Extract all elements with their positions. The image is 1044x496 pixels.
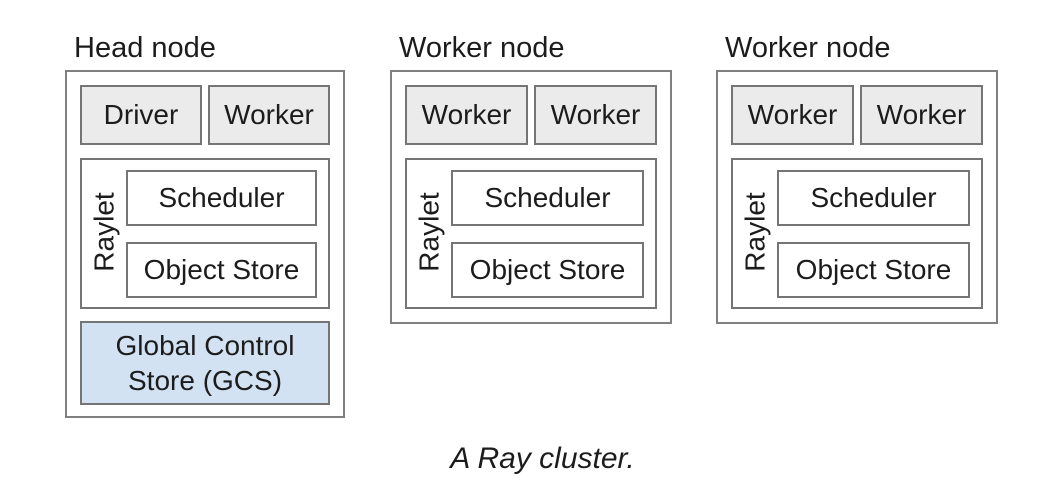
raylet-components: Scheduler Object Store — [126, 170, 317, 298]
worker-process-row: Worker Worker — [731, 85, 983, 145]
raylet-label: Raylet — [735, 170, 777, 294]
raylet-label-text: Raylet — [414, 192, 445, 272]
head-node-group: Head node Driver Worker Raylet Scheduler… — [65, 31, 345, 418]
worker-node-group-1: Worker node Worker Worker Raylet Schedul… — [390, 31, 672, 324]
worker-box: Worker — [208, 85, 330, 145]
object-store-box: Object Store — [777, 242, 970, 298]
worker-node-title: Worker node — [725, 32, 891, 64]
raylet-components: Scheduler Object Store — [777, 170, 970, 298]
figure-caption: A Ray cluster. — [450, 442, 635, 475]
global-control-store-box: Global Control Store (GCS) — [80, 321, 330, 405]
raylet-label: Raylet — [409, 170, 451, 294]
worker-node-box: Worker Worker Raylet Scheduler Object St… — [390, 70, 672, 324]
worker-box: Worker — [534, 85, 657, 145]
object-store-box: Object Store — [126, 242, 317, 298]
worker-node-box: Worker Worker Raylet Scheduler Object St… — [716, 70, 998, 324]
scheduler-box: Scheduler — [777, 170, 970, 226]
scheduler-box: Scheduler — [126, 170, 317, 226]
scheduler-box: Scheduler — [451, 170, 644, 226]
driver-box: Driver — [80, 85, 202, 145]
worker-box: Worker — [731, 85, 854, 145]
head-node-title: Head node — [74, 32, 216, 64]
raylet-box: Raylet Scheduler Object Store — [731, 158, 983, 309]
head-node-box: Driver Worker Raylet Scheduler Object St… — [65, 70, 345, 418]
raylet-box: Raylet Scheduler Object Store — [405, 158, 657, 309]
head-process-row: Driver Worker — [80, 85, 330, 145]
raylet-label-text: Raylet — [89, 192, 120, 272]
worker-box: Worker — [860, 85, 983, 145]
object-store-box: Object Store — [451, 242, 644, 298]
worker-node-title: Worker node — [399, 32, 565, 64]
raylet-label: Raylet — [84, 170, 126, 294]
worker-process-row: Worker Worker — [405, 85, 657, 145]
raylet-box: Raylet Scheduler Object Store — [80, 158, 330, 309]
worker-box: Worker — [405, 85, 528, 145]
worker-node-group-2: Worker node Worker Worker Raylet Schedul… — [716, 31, 998, 324]
raylet-label-text: Raylet — [740, 192, 771, 272]
raylet-components: Scheduler Object Store — [451, 170, 644, 298]
